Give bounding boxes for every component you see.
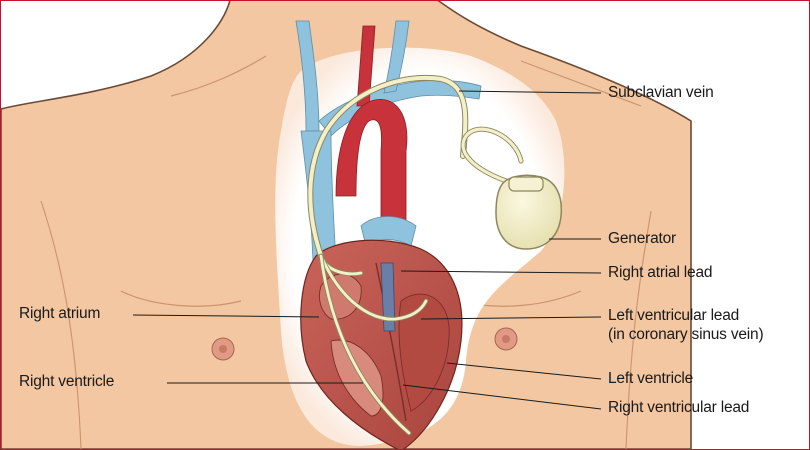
label-left-ventricular-lead: Left ventricular lead xyxy=(608,307,739,325)
generator-header xyxy=(509,177,543,191)
label-generator: Generator xyxy=(608,230,676,248)
label-left-ventricle: Left ventricle xyxy=(608,370,693,388)
left-nipple-center xyxy=(219,345,227,353)
right-nipple-center xyxy=(502,335,510,343)
label-right-ventricular-lead: Right ventricular lead xyxy=(608,399,749,417)
label-left-ventricular-lead-note: (in coronary sinus vein) xyxy=(608,326,763,344)
label-right-atrium: Right atrium xyxy=(19,305,100,323)
label-right-ventricle: Right ventricle xyxy=(19,373,114,391)
label-right-atrial-lead: Right atrial lead xyxy=(608,264,712,282)
label-subclavian-vein: Subclavian vein xyxy=(608,84,714,102)
